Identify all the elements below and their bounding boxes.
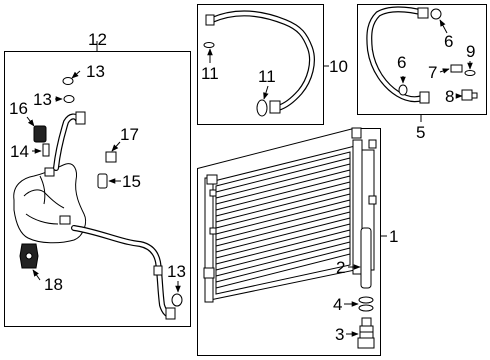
callout-5: 5	[416, 123, 425, 142]
part-4-o-rings: 4	[333, 295, 374, 314]
hose-10: 11 11	[201, 10, 315, 117]
group-box-5: 5	[357, 4, 487, 142]
hose-5: 6 6 7 8 9	[366, 6, 478, 106]
part-16-cap: 16	[9, 99, 47, 143]
group-box-10: 10	[197, 4, 348, 125]
callout-18: 18	[44, 275, 63, 294]
callout-1: 1	[389, 227, 398, 246]
callout-14: 14	[10, 142, 29, 161]
callout-13a: 13	[86, 62, 105, 81]
callout-4: 4	[333, 295, 342, 314]
callout-3: 3	[335, 325, 344, 344]
callout-8: 8	[445, 87, 454, 106]
part-14-valve: 14	[10, 142, 50, 161]
part-13-o-rings: 13 13 13	[33, 62, 186, 307]
reservoir-assembly	[13, 111, 176, 320]
callout-16: 16	[9, 99, 28, 118]
callout-6a: 6	[444, 32, 453, 51]
callout-13b: 13	[33, 90, 52, 109]
callout-12: 12	[88, 30, 107, 49]
callout-7: 7	[428, 63, 437, 82]
part-17-cap: 17	[105, 125, 139, 163]
callout-11b: 11	[258, 67, 276, 86]
part-15-sensor: 15	[97, 172, 141, 191]
part-18-bracket: 18	[19, 243, 63, 294]
callout-9: 9	[466, 42, 475, 61]
callout-15: 15	[122, 172, 141, 191]
part-3-plug: 3	[335, 317, 375, 349]
part-2-desiccant: 2	[336, 227, 372, 289]
condenser	[203, 127, 377, 303]
callout-10: 10	[329, 57, 348, 76]
callout-2: 2	[336, 258, 345, 277]
callout-13c: 13	[167, 262, 186, 281]
group-box-1: 1	[197, 128, 398, 356]
callout-17: 17	[120, 125, 139, 144]
callout-11a: 11	[201, 64, 219, 83]
callout-6b: 6	[397, 53, 406, 72]
group-box-12: 12	[4, 30, 191, 327]
